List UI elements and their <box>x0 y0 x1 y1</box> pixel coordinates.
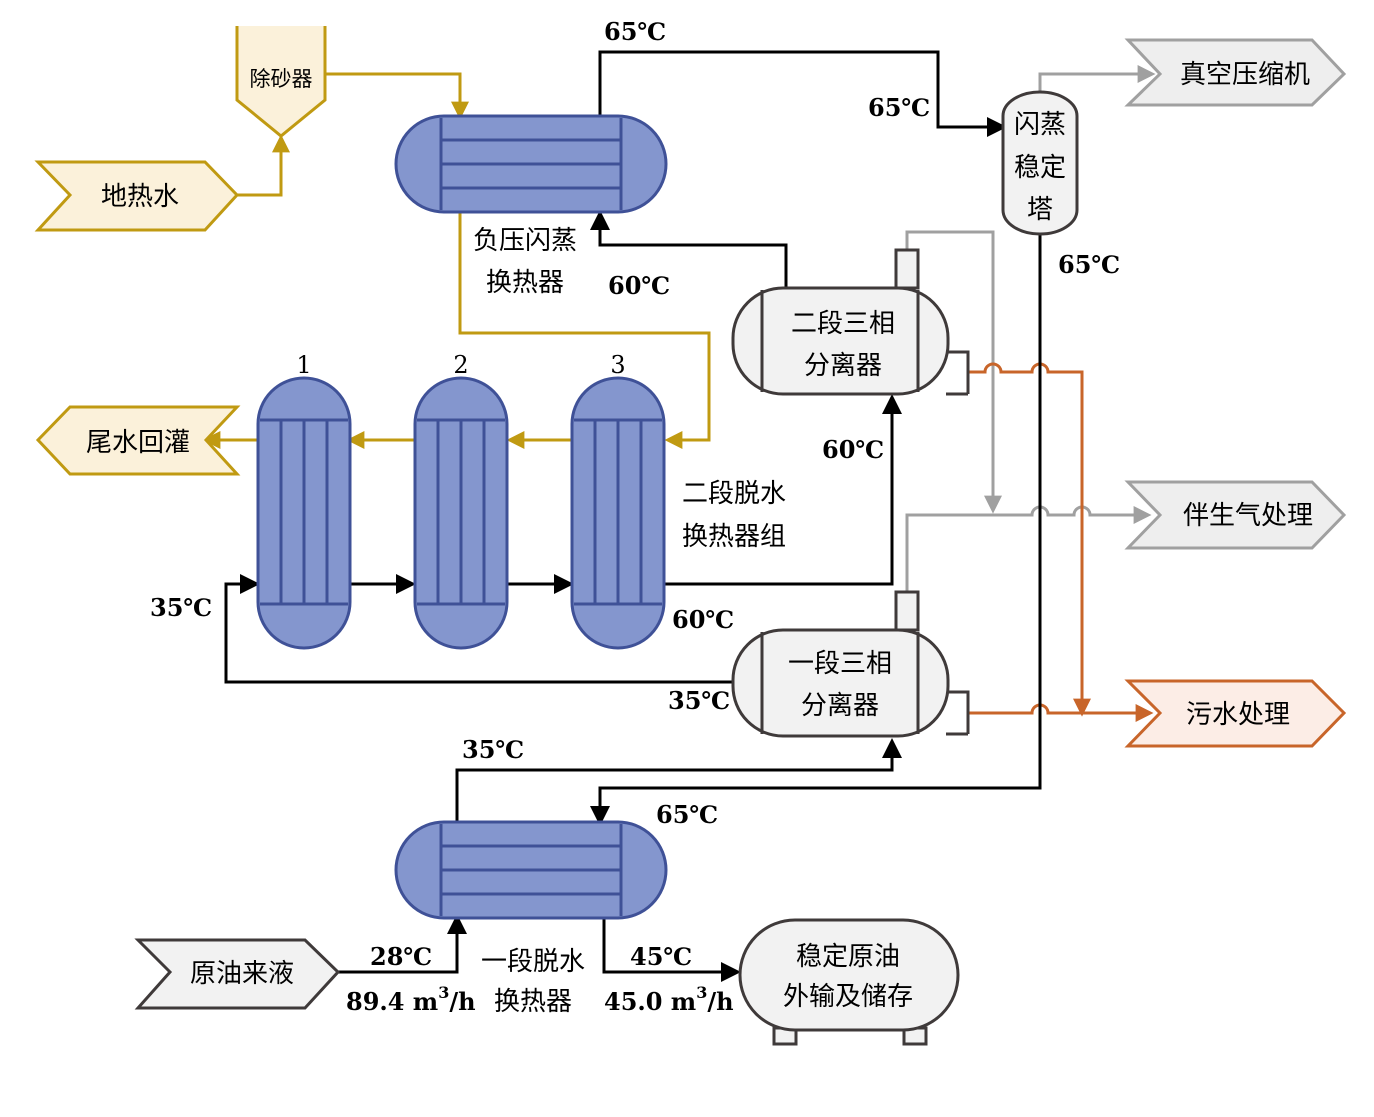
flash-stabilization-tower: 闪蒸 稳定 塔 <box>1001 90 1079 236</box>
desander-label: 除砂器 <box>250 67 313 91</box>
first-dehydration-hx-label-2: 换热器 <box>494 987 572 1017</box>
temp-separator1-inlet: 35℃ <box>462 735 524 764</box>
negative-pressure-hx-label-1: 负压闪蒸 <box>473 226 577 256</box>
temp-separator1-outlet: 35℃ <box>668 686 730 715</box>
flash-tower-label-1: 闪蒸 <box>1014 110 1066 140</box>
sewage-terminal: 污水处理 <box>1124 679 1347 748</box>
crude-oil-pipes <box>224 50 1042 982</box>
hx-number-2: 2 <box>453 351 468 379</box>
first-dehydration-hx-label-1: 一段脱水 <box>481 947 585 977</box>
temperature-labels: 65℃ 65℃ 65℃ 60℃ 60℃ 60℃ 35℃ 35℃ 35℃ 65℃ … <box>150 17 1120 971</box>
storage-tank-label-1: 稳定原油 <box>796 942 900 972</box>
negative-pressure-hx-label-2: 换热器 <box>486 268 564 298</box>
flow-rate-labels: 89.4 m3/h 45.0 m3/h <box>346 983 734 1016</box>
vertical-heat-exchanger-1: 1 <box>256 351 352 650</box>
second-stage-dehydration-heat-exchanger-group: 1 2 3 二段脱水 换热器组 <box>256 351 786 650</box>
vertical-heat-exchanger-2: 2 <box>413 351 509 650</box>
temp-hx1-inlet: 35℃ <box>150 593 212 622</box>
temp-tower-outlet: 65℃ <box>1058 250 1120 279</box>
sewage-pipes <box>968 362 1154 722</box>
crude-outflow-rate: 45.0 m3/h <box>604 983 734 1016</box>
crude-inflow-rate: 89.4 m3/h <box>346 983 476 1016</box>
temp-crude-outflow: 45℃ <box>630 942 692 971</box>
temp-top-pipe: 65℃ <box>604 17 666 46</box>
flash-tower-label-2: 稳定 <box>1014 153 1066 183</box>
second-separator-label-2: 分离器 <box>804 351 882 381</box>
tailwater-reinjection-label: 尾水回灌 <box>86 428 190 458</box>
second-separator-label-1: 二段三相 <box>791 309 895 339</box>
temp-tower-inlet: 65℃ <box>868 93 930 122</box>
geothermal-water-pipes <box>202 72 711 449</box>
hx-number-1: 1 <box>296 351 311 379</box>
associated-gas-terminal: 伴生气处理 <box>1124 480 1347 550</box>
crude-inflow-source: 原油来液 <box>134 938 341 1010</box>
crude-inflow-label: 原油来液 <box>190 959 294 989</box>
storage-tank-label-2: 外输及储存 <box>783 982 913 1012</box>
geothermal-water-source: 地热水 <box>34 160 240 232</box>
associated-gas-label: 伴生气处理 <box>1183 501 1313 531</box>
hx-number-3: 3 <box>610 351 625 379</box>
associated-gas-pipes <box>905 65 1156 592</box>
desander: 除砂器 <box>235 26 327 138</box>
first-stage-dehydration-heat-exchanger: 一段脱水 换热器 <box>394 820 668 1017</box>
sewage-label: 污水处理 <box>1186 700 1290 730</box>
second-dehydration-hx-label-2: 换热器组 <box>682 522 786 552</box>
vertical-heat-exchanger-3: 3 <box>570 351 666 650</box>
tailwater-reinjection-terminal: 尾水回灌 <box>35 405 241 476</box>
temp-hx-inlet: 60℃ <box>608 271 670 300</box>
vacuum-compressor-terminal: 真空压缩机 <box>1124 38 1347 107</box>
temp-crude-inflow: 28℃ <box>370 942 432 971</box>
temp-separator2-inlet: 60℃ <box>822 435 884 464</box>
temp-hx3-outlet: 60℃ <box>672 605 734 634</box>
first-stage-three-phase-separator: 一段三相 分离器 <box>731 590 970 738</box>
second-dehydration-hx-label-1: 二段脱水 <box>682 479 786 509</box>
first-separator-label-1: 一段三相 <box>788 649 892 679</box>
first-separator-label-2: 分离器 <box>801 691 879 721</box>
stabilized-crude-storage-tank: 稳定原油 外输及储存 <box>738 918 960 1046</box>
temp-bottom-hx-inlet: 65℃ <box>656 800 718 829</box>
vacuum-compressor-label: 真空压缩机 <box>1180 60 1310 90</box>
second-stage-three-phase-separator: 二段三相 分离器 <box>731 248 970 396</box>
negative-pressure-flash-heat-exchanger: 负压闪蒸 换热器 <box>394 114 668 298</box>
flash-tower-label-3: 塔 <box>1027 195 1053 225</box>
geothermal-water-label: 地热水 <box>101 182 179 212</box>
